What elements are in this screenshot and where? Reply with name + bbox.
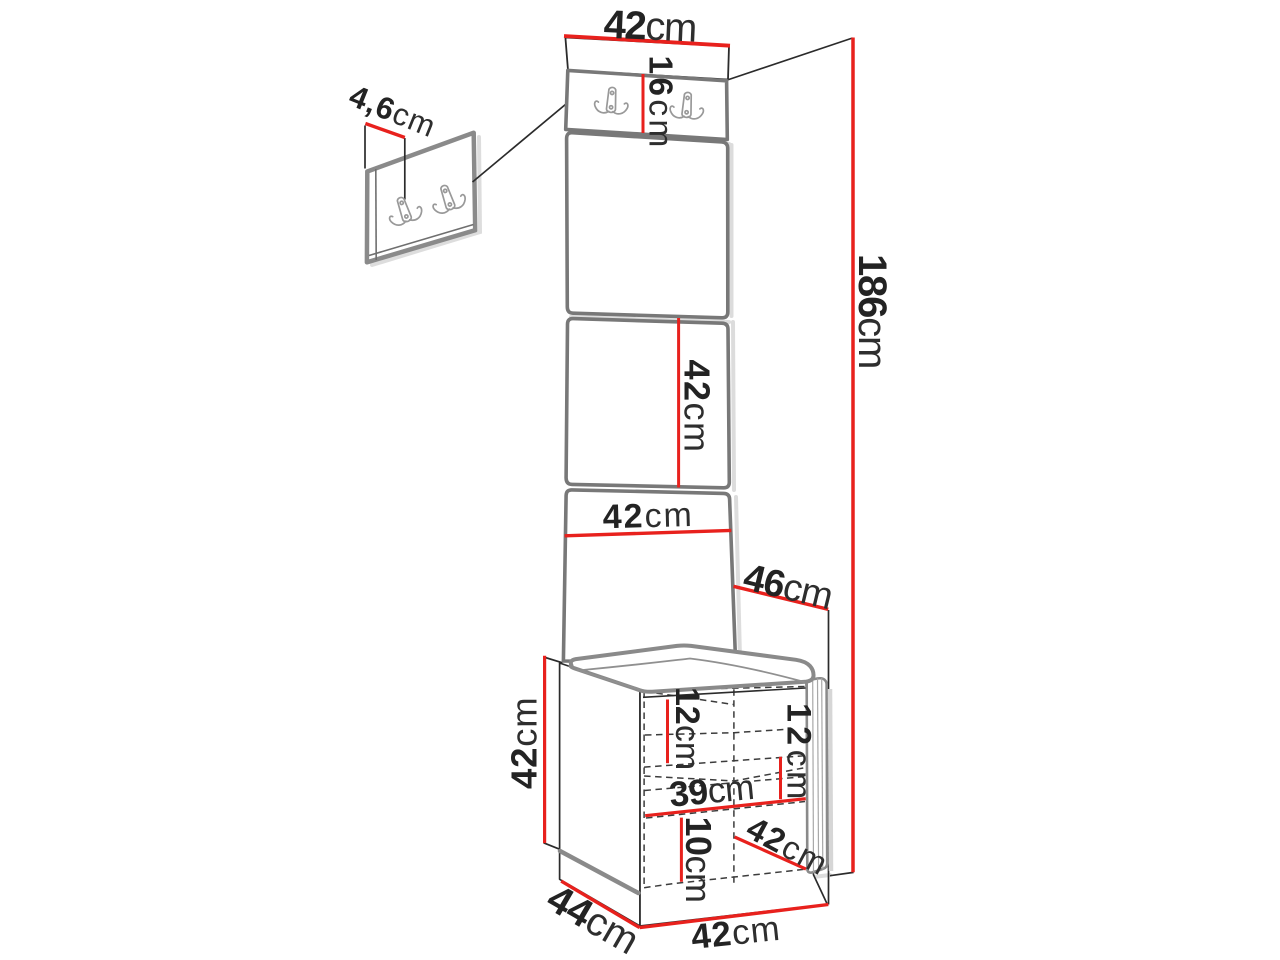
svg-text:42cm: 42cm [603,3,697,51]
svg-text:42cm: 42cm [689,909,782,957]
svg-text:12cm: 12cm [780,703,818,804]
svg-text:42cm: 42cm [504,697,545,789]
svg-text:39cm: 39cm [667,767,755,815]
svg-text:46cm: 46cm [739,556,836,618]
svg-text:12cm: 12cm [668,687,706,770]
svg-text:186cm: 186cm [850,254,894,368]
svg-text:42cm: 42cm [602,496,694,536]
svg-text:42cm: 42cm [676,360,717,454]
svg-text:10cm: 10cm [678,817,719,903]
svg-text:16cm: 16cm [642,56,679,151]
